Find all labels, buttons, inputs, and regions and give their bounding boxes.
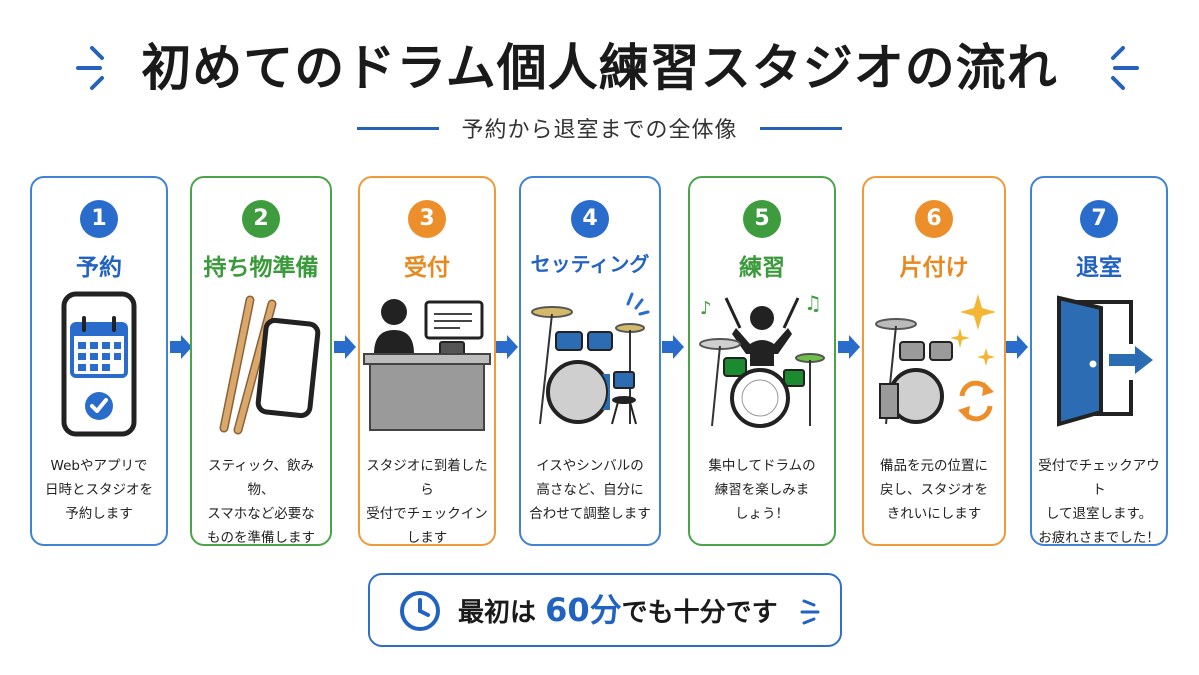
step-title: 片付け: [899, 255, 969, 281]
drum-cleanup-icon: [875, 294, 996, 425]
step-description: イスやシンバルの高さなど、自分に合わせて調整します: [529, 458, 651, 522]
step-card-5: 5 練習 ♪ ♫ 集中してドラムの練習を楽しみましょう！: [688, 176, 836, 546]
step-number: 2: [242, 200, 280, 238]
footer-suffix: でも十分です: [621, 598, 778, 628]
exit-door-icon: [1057, 295, 1153, 427]
step-number: 1: [80, 200, 118, 238]
arrow-right-icon: [334, 335, 356, 359]
svg-text:♫: ♫: [804, 291, 822, 315]
arrow-right-icon: [662, 335, 684, 359]
arrow-right-icon: [1006, 335, 1028, 359]
title-area: 初めてのドラム個人練習スタジオの流れ: [0, 28, 1199, 108]
arrow-right-icon: [496, 335, 518, 359]
step-title: セッティング: [530, 252, 650, 276]
reception-desk-icon: [363, 299, 491, 431]
footer-text: 最初は 60分でも十分です: [458, 575, 778, 648]
step-number: 7: [1080, 200, 1118, 238]
step-card-4: 4 セッティング イスやシンバルの高さなど、自分に合わせて調整します: [519, 176, 661, 546]
sparkle-lines-icon: [1111, 46, 1139, 90]
calendar-phone-icon: [61, 291, 137, 437]
step-title: 予約: [76, 255, 122, 281]
step-card-7: 7 退室 受付でチェックアウトして退室します。お疲れさまでした！: [1030, 176, 1168, 546]
step-title: 受付: [404, 255, 450, 281]
divider: [357, 126, 440, 130]
step-title: 持ち物準備: [203, 255, 319, 281]
step-card-6: 6 片付け 備品を元の位置に戻し、スタジオをきれいにします: [862, 176, 1006, 546]
page-subtitle: 予約から退室までの全体像: [461, 118, 738, 143]
step-number: 6: [915, 200, 953, 238]
svg-text:♪: ♪: [700, 298, 712, 319]
sparkle-lines-icon: [800, 599, 820, 625]
step-card-2: 2 持ち物準備 スティック、飲み物、スマホなど必要なものを準備します: [190, 176, 332, 546]
step-card-3: 3 受付 スタジオに到着したら受付でチェックインします: [358, 176, 496, 546]
step-card-1: 1 予約 Webやアプリで日時とスタジオを予約します: [30, 176, 168, 546]
divider: [759, 126, 842, 130]
step-title: 退室: [1076, 255, 1122, 281]
step-number: 4: [571, 200, 609, 238]
page-title: 初めてのドラム個人練習スタジオの流れ: [141, 39, 1058, 97]
sticks-phone-icon: [219, 295, 321, 435]
arrow-right-icon: [170, 335, 192, 359]
step-number: 5: [743, 200, 781, 238]
footer-prefix: 最初は: [458, 598, 537, 628]
step-description: スタジオに到着したら受付でチェックインします: [366, 458, 488, 546]
step-description: スティック、飲み物、スマホなど必要なものを準備します: [207, 458, 315, 546]
step-title: 練習: [739, 255, 785, 281]
subtitle-area: 予約から退室までの全体像: [0, 110, 1199, 146]
drum-kit-icon: [531, 292, 650, 425]
footer-callout: 最初は 60分でも十分です: [368, 573, 842, 647]
step-number: 3: [408, 200, 446, 238]
clock-icon: [400, 591, 440, 631]
sparkle-lines-icon: [76, 46, 104, 90]
step-description: Webやアプリで日時とスタジオを予約します: [45, 458, 153, 522]
step-description: 備品を元の位置に戻し、スタジオをきれいにします: [880, 458, 988, 522]
step-description: 受付でチェックアウトして退室します。お疲れさまでした！: [1038, 458, 1160, 546]
footer-highlight: 60分: [545, 591, 622, 629]
step-description: 集中してドラムの練習を楽しみましょう！: [708, 458, 816, 522]
drummer-playing-icon: ♪ ♫: [699, 291, 825, 428]
arrow-right-icon: [838, 335, 860, 359]
